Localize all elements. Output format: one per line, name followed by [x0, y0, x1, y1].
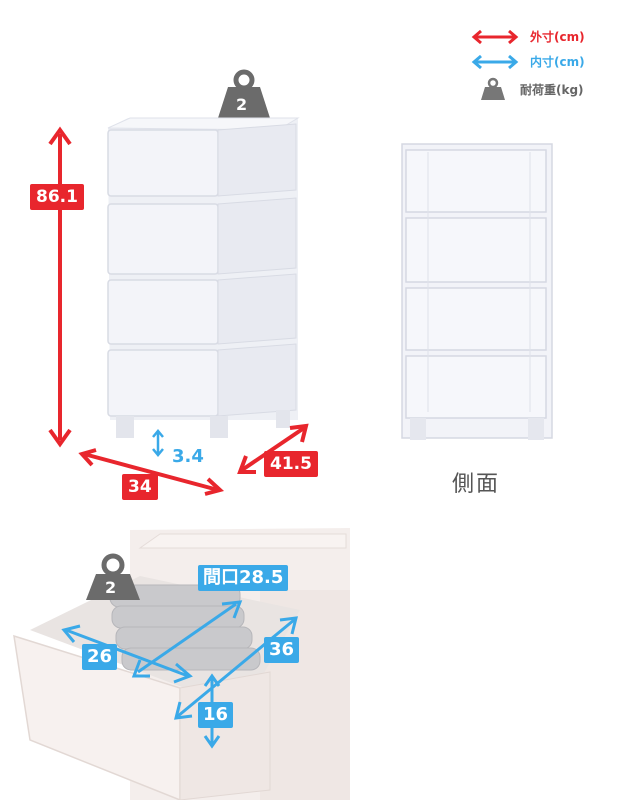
- chest-side-illustration: [401, 143, 553, 440]
- weight-icon-main: [218, 69, 270, 118]
- leg-height-label: 3.4: [172, 446, 204, 467]
- legend-load-label: 耐荷重(kg): [520, 82, 584, 97]
- depth-badge: 41.5: [264, 451, 318, 477]
- side-view-label: 側面: [452, 472, 501, 497]
- legend-inner: 内寸(cm): [470, 53, 585, 70]
- legend-outer: 外寸(cm): [470, 28, 585, 45]
- width-badge: 34: [122, 474, 158, 500]
- drawer-depth-badge: 36: [264, 637, 300, 663]
- weight-icon: [481, 77, 505, 100]
- drawer-opening-badge: 間口28.5: [198, 565, 289, 591]
- height-badge: 86.1: [30, 184, 84, 210]
- drawer-width-badge: 26: [82, 644, 118, 670]
- legend-inner-label: 内寸(cm): [530, 55, 585, 69]
- legend-outer-label: 外寸(cm): [530, 30, 585, 44]
- blue-double-arrow-icon: [471, 54, 519, 69]
- drawer-height-badge: 16: [198, 702, 234, 728]
- drawer-load-weight: 2: [105, 578, 117, 597]
- chest-front-illustration: [48, 69, 309, 496]
- red-double-arrow-icon: [471, 29, 519, 44]
- legend-load: 耐荷重(kg): [480, 77, 584, 100]
- main-load-weight: 2: [236, 95, 248, 114]
